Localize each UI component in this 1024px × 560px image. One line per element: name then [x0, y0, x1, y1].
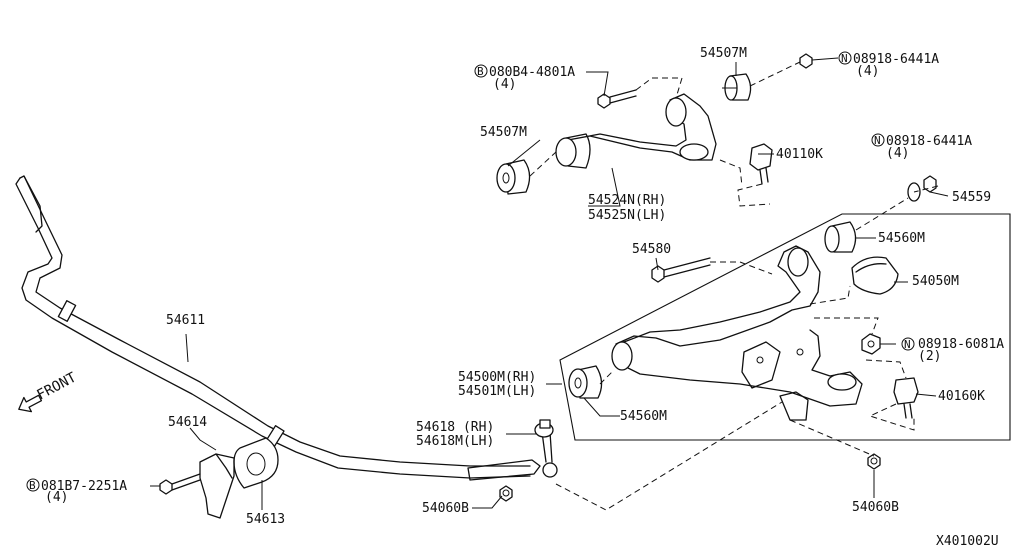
washer-54559 — [907, 175, 937, 202]
label-54060B-left: 54060B — [422, 501, 469, 516]
diagram-reference-code: X401002U — [936, 534, 999, 549]
upper-arm — [555, 93, 717, 169]
nut-symbol-low: N — [901, 337, 915, 351]
svg-text:N: N — [841, 52, 848, 65]
label-54501M: 54501M(LH) — [458, 384, 536, 399]
label-40160K: 40160K — [938, 389, 985, 404]
label-54507M-top: 54507M — [700, 46, 747, 61]
stabilizer-link — [467, 419, 558, 481]
bushing-54507M-top — [722, 73, 752, 101]
bolt-54580 — [651, 257, 711, 283]
label-54500M: 54500M(RH) — [458, 370, 536, 385]
bolt-symbol-080B4: B — [474, 64, 488, 78]
assembly-lines — [529, 61, 939, 511]
front-label: FRONT — [34, 369, 79, 403]
label-54560M-top: 54560M — [878, 231, 925, 246]
label-08918-6441A-mid: 08918-6441A — [886, 134, 972, 149]
ball-joint-40160K — [893, 377, 919, 419]
bolt-080B4 — [597, 89, 637, 109]
qty-08918-low: (2) — [918, 349, 941, 364]
label-40110K: 40110K — [776, 147, 823, 162]
bushing-54560M-top — [824, 221, 857, 253]
nut-08918-top — [799, 53, 813, 69]
label-54050M: 54050M — [912, 274, 959, 289]
label-081B7-2251A: 081B7-2251A — [41, 479, 127, 494]
bushing-54613 — [233, 437, 279, 489]
nut-symbol-top: N — [838, 51, 852, 65]
ball-joint-40110K — [749, 143, 773, 185]
lower-arm-group-box — [559, 213, 1011, 441]
leader-lines — [150, 57, 949, 510]
label-54524N: 54524N(RH) — [588, 193, 666, 208]
stabilizer-bar — [15, 175, 531, 479]
clamp-54614 — [199, 453, 235, 519]
bolt-081B7 — [159, 473, 201, 495]
label-54060B-right: 54060B — [852, 500, 899, 515]
cover-54050M — [851, 256, 899, 295]
qty-081B7: (4) — [45, 490, 68, 505]
label-08918-6081A: 08918-6081A — [918, 337, 1004, 352]
svg-text:B: B — [477, 65, 484, 78]
nut-symbol-mid: N — [871, 133, 885, 147]
svg-text:B: B — [29, 479, 36, 492]
qty-08918-top: (4) — [856, 64, 879, 79]
label-08918-6441A-top: 08918-6441A — [853, 52, 939, 67]
label-54618: 54618 (RH) — [416, 420, 494, 435]
nut-54060B-right — [867, 453, 881, 470]
bolt-symbol-081B7: B — [26, 478, 40, 492]
nut-08918-low — [861, 333, 881, 355]
nut-54060B-left — [499, 485, 513, 502]
label-54560M-low: 54560M — [620, 409, 667, 424]
label-54559: 54559 — [952, 190, 991, 205]
qty-08918-mid: (4) — [886, 146, 909, 161]
svg-text:N: N — [874, 134, 881, 147]
label-54614: 54614 — [168, 415, 207, 430]
label-54613: 54613 — [246, 512, 285, 527]
lower-arm — [611, 245, 863, 421]
bushing-54507M-left — [496, 159, 531, 195]
bushing-54560M-low — [568, 365, 603, 399]
label-54525N: 54525N(LH) — [588, 208, 666, 223]
qty-080B4: (4) — [493, 77, 516, 92]
front-arrow — [18, 394, 43, 413]
svg-text:N: N — [904, 338, 911, 351]
label-54618M: 54618M(LH) — [416, 434, 494, 449]
label-54611: 54611 — [166, 313, 205, 328]
label-54507M-left: 54507M — [480, 125, 527, 140]
label-080B4-4801A: 080B4-4801A — [489, 65, 575, 80]
label-54580: 54580 — [632, 242, 671, 257]
